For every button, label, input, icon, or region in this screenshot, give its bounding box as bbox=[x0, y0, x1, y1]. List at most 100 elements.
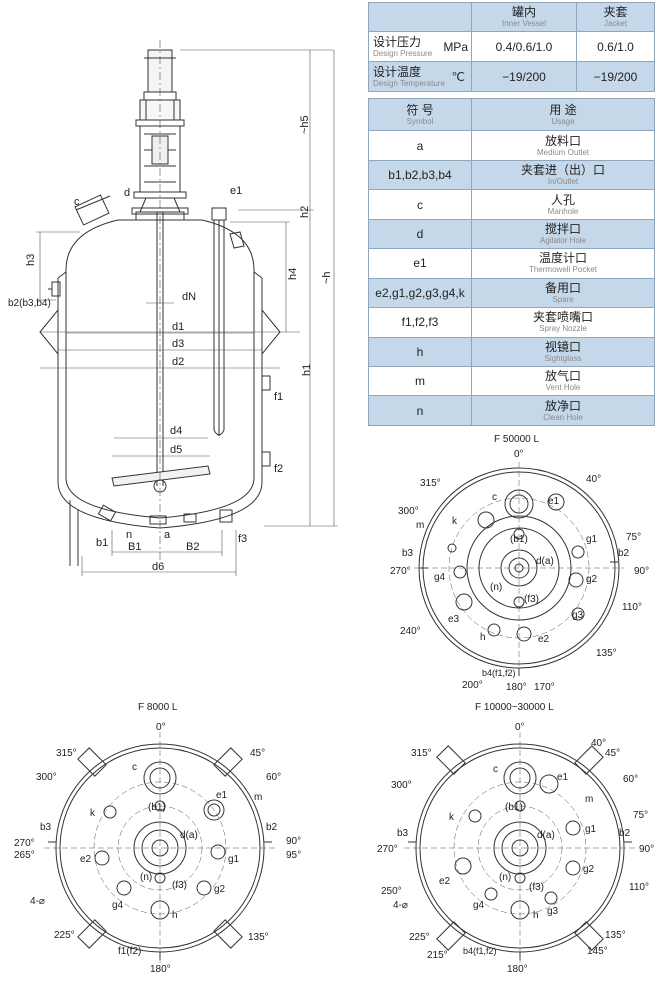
angle-45: 45° bbox=[605, 748, 620, 759]
angle-225: 225° bbox=[54, 930, 75, 941]
symbol-cell: a bbox=[368, 130, 472, 161]
label-n: (n) bbox=[499, 872, 511, 883]
angle-300: 300° bbox=[398, 506, 419, 517]
lug-135 bbox=[574, 921, 604, 951]
label-h: h bbox=[480, 632, 486, 643]
label-d6: d6 bbox=[152, 561, 164, 573]
lug-225 bbox=[77, 919, 107, 949]
angle-75: 75° bbox=[633, 810, 648, 821]
label-g1: g1 bbox=[585, 824, 597, 835]
jacket-pressure-value: 0.6/1.0 bbox=[576, 31, 655, 62]
label-d5: d5 bbox=[170, 444, 182, 456]
plan-view-50000: F 50000 L 0° 40° 75° 90° 110° 135° 170° … bbox=[390, 434, 649, 693]
label-b4: b4(f1,f2) bbox=[482, 668, 516, 678]
label-B1: B1 bbox=[128, 541, 141, 553]
label-g4: g4 bbox=[112, 900, 124, 911]
label-da: d(a) bbox=[537, 830, 555, 841]
plan-view-8000: F 8000 L 0° 45° 60° 90° 95° 135° 180° 22… bbox=[14, 702, 301, 975]
label-g4: g4 bbox=[434, 572, 446, 583]
label-h: ~h bbox=[321, 271, 333, 284]
label-b2: b2 bbox=[619, 828, 631, 839]
label-holes: 4-⌀ bbox=[30, 896, 45, 907]
label-m: m bbox=[416, 520, 424, 531]
label-d1: d1 bbox=[172, 321, 184, 333]
angle-0: 0° bbox=[514, 449, 524, 460]
label-m: m bbox=[254, 792, 262, 803]
label-b1: (b1) bbox=[510, 534, 528, 545]
label-b2: b2(b3,b4) bbox=[8, 298, 51, 309]
angle-110: 110° bbox=[622, 602, 642, 613]
label-h3: h3 bbox=[25, 254, 37, 266]
label-da: d(a) bbox=[536, 556, 554, 567]
label-b2: b2 bbox=[266, 822, 278, 833]
angle-135: 135° bbox=[605, 930, 626, 941]
angle-40: 40° bbox=[591, 738, 606, 749]
symbol-cell: e2,g1,g2,g3,g4,k bbox=[368, 277, 472, 309]
plan10000-title: F 10000~30000 L bbox=[475, 702, 554, 713]
plan8000-title: F 8000 L bbox=[138, 702, 178, 713]
label-h5: ~h5 bbox=[299, 115, 311, 134]
label-f3: (f3) bbox=[524, 594, 539, 605]
label-dN: dN bbox=[182, 291, 196, 303]
angle-225: 225° bbox=[409, 932, 430, 943]
angle-270: 270° bbox=[14, 838, 35, 849]
angle-0: 0° bbox=[515, 722, 525, 733]
nozzle-b1 bbox=[97, 504, 117, 522]
label-da: d(a) bbox=[180, 830, 198, 841]
label-f2: f2 bbox=[274, 463, 283, 475]
angle-75: 75° bbox=[626, 532, 641, 543]
label-f3: (f3) bbox=[172, 880, 187, 891]
angle-300: 300° bbox=[391, 780, 412, 791]
symbol-cell: h bbox=[368, 336, 472, 367]
label-k: k bbox=[90, 808, 96, 819]
label-g2: g2 bbox=[586, 574, 598, 585]
angle-315: 315° bbox=[411, 748, 432, 759]
label-f3: (f3) bbox=[529, 882, 544, 893]
label-c: c bbox=[132, 762, 137, 773]
empty-header-cell bbox=[368, 2, 472, 32]
angle-250: 250° bbox=[381, 886, 402, 897]
bottom-outlet-a bbox=[149, 515, 167, 525]
label-n: (n) bbox=[490, 582, 502, 593]
usage-header: 用 途 Usage bbox=[471, 97, 655, 132]
angle-180: 180° bbox=[506, 682, 527, 693]
angle-170: 170° bbox=[534, 682, 555, 693]
label-c: c bbox=[74, 196, 80, 208]
angle-145: 145° bbox=[587, 946, 608, 957]
label-b1: (b1) bbox=[148, 802, 166, 813]
inner-vessel-header: 罐内 Inner Vessel bbox=[471, 2, 577, 32]
nozzle-f3 bbox=[219, 509, 233, 523]
label-d: d bbox=[124, 187, 130, 199]
plan-view-10000-30000: F 10000~30000 L 0° 40° 45° 60° 75° 90° 1… bbox=[377, 702, 654, 975]
thermowell-e1 bbox=[211, 207, 227, 221]
angle-90: 90° bbox=[286, 836, 301, 847]
symbol-header: 符 号 Symbol bbox=[368, 97, 472, 132]
angle-200: 200° bbox=[462, 680, 483, 691]
plan50000-title: F 50000 L bbox=[494, 434, 539, 445]
design-pressure-table: 罐内 Inner Vessel 夹套 Jacket 设计压力 Design Pr… bbox=[368, 2, 655, 92]
label-g1: g1 bbox=[228, 854, 240, 865]
design-pressure-label: 设计压力 Design Pressure MPa bbox=[368, 31, 472, 62]
angle-315: 315° bbox=[56, 748, 77, 759]
symbol-cell: b1,b2,b3,b4 bbox=[368, 159, 472, 191]
lug-315 bbox=[436, 745, 466, 775]
label-d4: d4 bbox=[170, 425, 182, 437]
label-g1: g1 bbox=[586, 534, 598, 545]
label-h1: h1 bbox=[301, 364, 313, 376]
label-b1: b1 bbox=[96, 537, 108, 549]
label-k: k bbox=[452, 516, 458, 527]
angle-180: 180° bbox=[150, 964, 171, 975]
angle-60: 60° bbox=[623, 774, 638, 785]
angle-135: 135° bbox=[596, 648, 617, 659]
label-e1: e1 bbox=[216, 790, 228, 801]
label-b3: b3 bbox=[40, 822, 52, 833]
lug-315 bbox=[77, 747, 107, 777]
angle-40: 40° bbox=[586, 474, 601, 485]
manhole-c bbox=[74, 194, 110, 226]
